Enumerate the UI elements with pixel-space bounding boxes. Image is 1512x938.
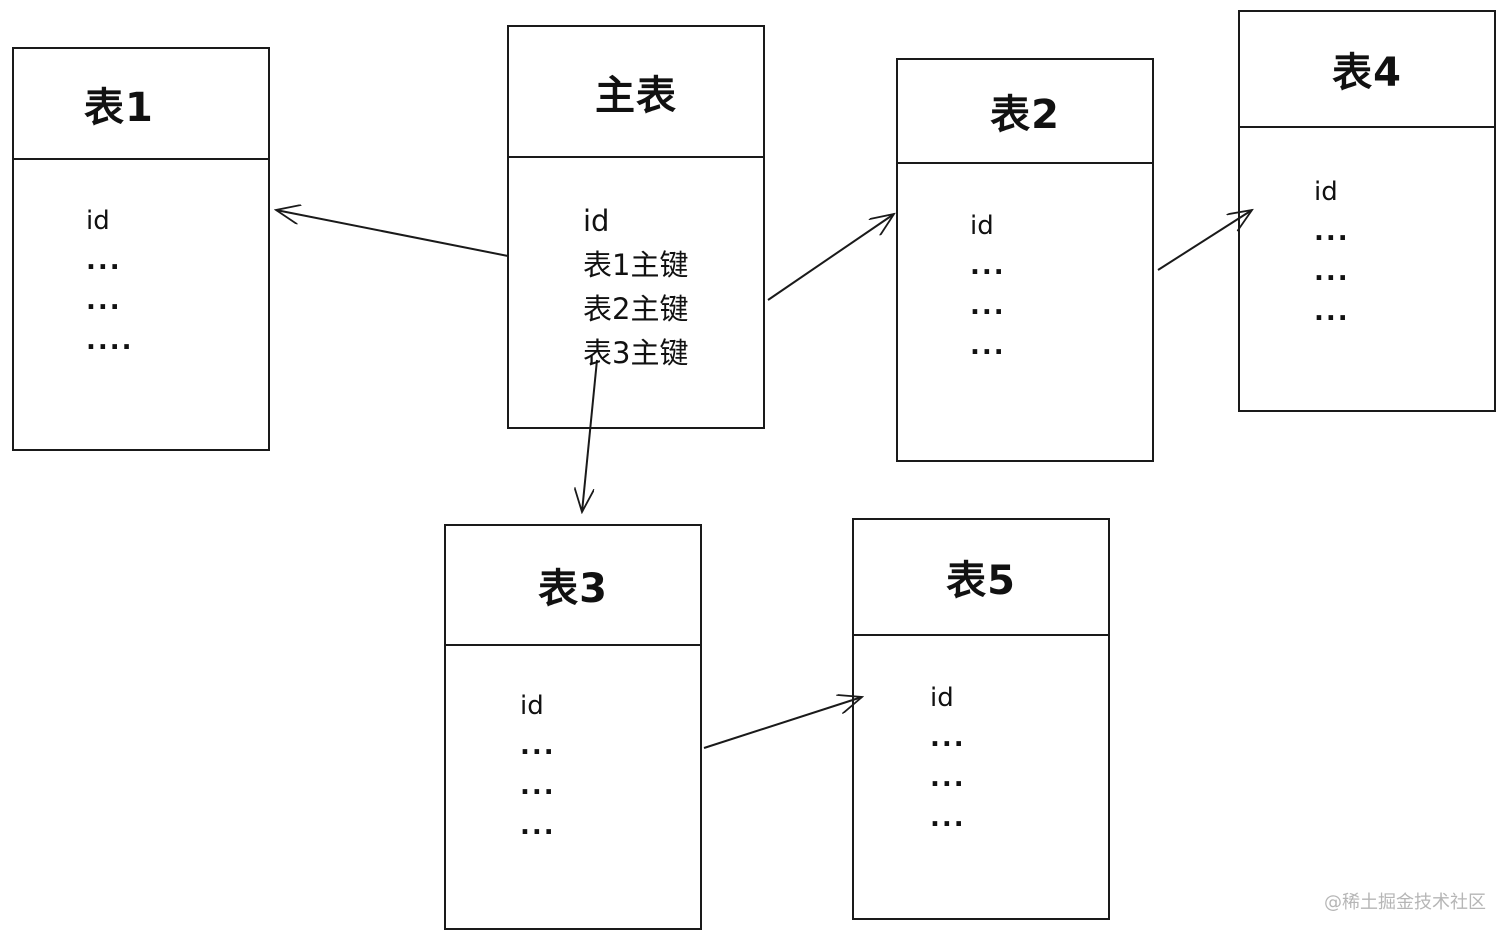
main-table-field: 表3主键 [583, 336, 689, 370]
table-3-field: ... [520, 811, 556, 841]
main-table-title: 主表 [595, 72, 677, 119]
table-2-header: 表2 [898, 60, 1152, 164]
arrow-t3-to-t5 [703, 697, 862, 749]
table-2-field: ... [970, 291, 1006, 321]
main-table-field: id [583, 204, 610, 238]
table-1-box: 表1 id ... ... .... [12, 47, 270, 451]
table-5-field: ... [930, 803, 966, 833]
main-table-fields: id 表1主键 表2主键 表3主键 [583, 199, 688, 375]
table-1-field: id [86, 206, 110, 236]
table-3-title: 表3 [538, 566, 608, 612]
table-3-box: 表3 id ... ... ... [444, 524, 702, 930]
table-5-field: ... [930, 763, 966, 793]
table-4-field: id [1314, 177, 1338, 207]
table-3-fields: id ... ... ... [520, 686, 556, 846]
table-4-header: 表4 [1240, 12, 1494, 128]
main-table-box: 主表 id 表1主键 表2主键 表3主键 [507, 25, 765, 429]
main-table-header: 主表 [509, 27, 763, 158]
table-2-field: ... [970, 251, 1006, 281]
table-3-field: ... [520, 731, 556, 761]
table-1-header: 表1 [14, 49, 268, 160]
main-table-field: 表2主键 [583, 292, 689, 326]
table-3-field: ... [520, 771, 556, 801]
table-3-header: 表3 [446, 526, 700, 646]
table-5-field: ... [930, 723, 966, 753]
watermark: @稀土掘金技术社区 [1324, 892, 1486, 913]
table-1-title: 表1 [84, 84, 154, 131]
table-5-field: id [930, 683, 954, 713]
arrow-main-to-t2 [767, 214, 894, 301]
table-5-header: 表5 [854, 520, 1108, 636]
table-1-field: ... [86, 286, 122, 316]
table-2-title: 表2 [990, 92, 1060, 138]
table-4-field: ... [1314, 297, 1350, 327]
table-4-fields: id ... ... ... [1314, 172, 1350, 332]
main-table-field: 表1主键 [583, 248, 689, 282]
table-1-field: .... [86, 326, 134, 356]
table-1-field: ... [86, 246, 122, 276]
arrow-main-to-t1 [276, 210, 509, 257]
table-5-box: 表5 id ... ... ... [852, 518, 1110, 920]
table-4-field: ... [1314, 257, 1350, 287]
table-2-field: id [970, 211, 994, 241]
table-3-field: id [520, 691, 544, 721]
table-5-fields: id ... ... ... [930, 678, 966, 838]
table-4-title: 表4 [1332, 50, 1402, 96]
table-4-field: ... [1314, 217, 1350, 247]
table-2-field: ... [970, 331, 1006, 361]
table-4-box: 表4 id ... ... ... [1238, 10, 1496, 412]
table-1-fields: id ... ... .... [86, 201, 134, 361]
table-5-title: 表5 [946, 558, 1016, 604]
table-2-fields: id ... ... ... [970, 206, 1006, 366]
table-2-box: 表2 id ... ... ... [896, 58, 1154, 462]
